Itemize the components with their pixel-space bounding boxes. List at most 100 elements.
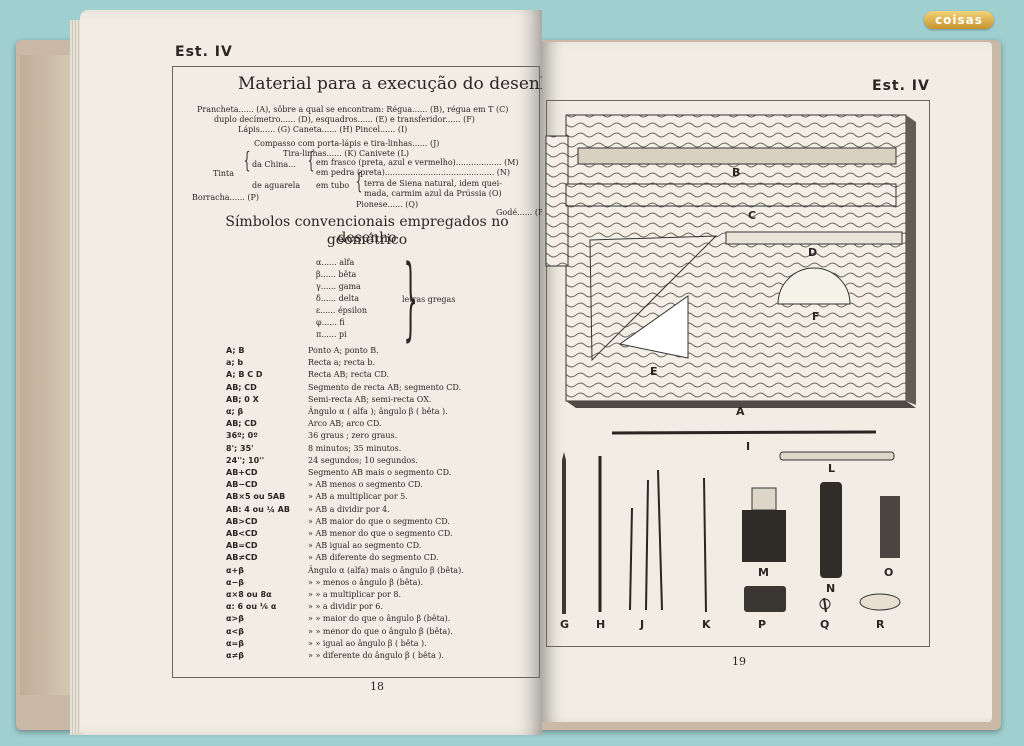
symbol-notation: AB−CD	[226, 480, 258, 490]
symbol-description: » » a multiplicar por 8.	[308, 590, 402, 599]
figure-label-l: L	[828, 462, 836, 475]
symbol-notation: α; β	[226, 407, 244, 416]
figure-label-c: C	[748, 209, 757, 222]
watermark-logo: coisas	[924, 11, 994, 29]
greek-letter-item: δ...... delta	[316, 294, 360, 303]
symbol-description: » » diferente do ângulo β ( bêta ).	[308, 651, 444, 660]
symbol-description: » AB igual ao segmento CD.	[308, 541, 422, 551]
symbol-description: Segmento AB mais o segmento CD.	[308, 468, 452, 477]
figure-label-i: I	[746, 440, 751, 453]
right-page-frame	[546, 100, 930, 647]
pen-nib-holder	[611, 430, 877, 435]
board-bottom	[566, 401, 916, 408]
symbol-notation: a; b	[226, 358, 244, 368]
symbol-description: Arco AB; arco CD.	[308, 419, 382, 429]
figure-label-k: K	[702, 618, 711, 631]
brace-tubo: {	[355, 170, 363, 195]
symbol-description: » AB maior do que o segmento CD.	[308, 516, 450, 526]
tinta-label: Tinta	[213, 169, 235, 178]
duplo-decimetro	[725, 231, 903, 245]
figure-label-m: M	[758, 566, 769, 579]
symbol-notation: AB+CD	[226, 468, 258, 477]
symbol-notation: α≠β	[226, 651, 244, 660]
symbol-description: » AB menor do que o segmento CD.	[308, 529, 453, 538]
symbol-description: » AB a multiplicar por 5.	[308, 492, 408, 502]
greek-letter-item: ε...... épsilon	[316, 306, 367, 315]
tinta-tubo-a: terra de Siena natural, idem quei-	[364, 179, 502, 188]
book-spine-edge	[20, 55, 78, 695]
paint-tube-o	[880, 496, 900, 558]
symbol-description: 8 minutos; 35 minutos.	[308, 443, 402, 453]
page-title: Material para a execução do desenho	[238, 74, 562, 94]
subtitle-symbols: Símbolos convencionais empregados no des…	[225, 214, 509, 246]
symbol-notation: A; B	[226, 346, 245, 355]
symbol-description: » » menor do que o ângulo β (bêta).	[308, 626, 453, 636]
ink-bottle-m	[742, 510, 786, 562]
figure-label-a: A	[736, 405, 745, 418]
symbol-description: Recta a; recta b.	[308, 358, 376, 368]
borracha: Borracha...... (P)	[192, 193, 259, 202]
pionese: Pionese...... (Q)	[356, 200, 419, 209]
symbol-notation: AB≠CD	[226, 553, 258, 563]
figure-label-g: G	[560, 618, 570, 631]
symbol-description: 24 segundos; 10 segundos.	[308, 455, 418, 465]
subtitle-geometric: geométrico	[326, 232, 408, 248]
tinta-aguarela: de aguarela	[252, 181, 301, 190]
tinta-china: da China...	[252, 160, 296, 169]
symbol-description: » AB diferente do segmento CD.	[308, 553, 439, 563]
material-line: Compasso com porta-lápis e tira-linhas..…	[254, 139, 440, 148]
symbol-description: » AB menos o segmento CD.	[308, 480, 423, 490]
t-square-head	[545, 135, 569, 267]
material-line: Prancheta...... (A), sôbre a qual se enc…	[197, 105, 509, 114]
material-line: Lápis...... (G) Caneta...... (H) Pincel.…	[238, 125, 408, 134]
symbol-notation: AB; CD	[226, 382, 257, 392]
left-page-header: Est. IV	[175, 44, 233, 60]
figure-label-q: Q	[820, 618, 830, 631]
greek-letter-item: π...... pi	[316, 330, 347, 339]
figure-label-h: H	[596, 618, 606, 631]
pushpin-q	[823, 597, 827, 613]
figure-label-j: J	[640, 618, 645, 631]
tinta-tubo-b: mada, carmim azul da Prússia (O)	[364, 189, 502, 198]
symbol-notation: α>β	[226, 614, 244, 624]
symbol-description: 36 graus ; zero graus.	[308, 431, 398, 441]
right-page-number: 19	[732, 655, 746, 668]
left-page	[80, 10, 542, 735]
symbol-notation: α<β	[226, 626, 244, 636]
symbol-notation: AB>CD	[226, 516, 258, 526]
penknife	[779, 451, 895, 461]
symbol-notation: AB=CD	[226, 541, 258, 551]
greek-letter-item: α...... alfa	[316, 258, 355, 267]
symbol-notation: A; B C D	[226, 370, 263, 380]
symbol-notation: 8'; 35'	[226, 443, 254, 453]
figure-label-e: E	[650, 365, 658, 378]
brace-greek: }	[403, 246, 418, 351]
symbol-description: » » igual ao ângulo β ( bêta ).	[308, 638, 427, 648]
ink-bottle-cap	[751, 487, 777, 511]
protractor	[777, 267, 851, 305]
tinta-china-pedra: em pedra (preta)........................…	[316, 168, 511, 177]
symbol-description: Recta AB; recta CD.	[308, 370, 390, 380]
symbol-description: Semi-recta AB; semi-recta OX.	[308, 394, 432, 404]
ruler-b	[577, 147, 897, 165]
figure-label-f: F	[812, 310, 820, 323]
greek-letter-item: φ...... fi	[316, 318, 345, 327]
t-square-blade	[565, 183, 897, 207]
figure-label-d: D	[808, 246, 818, 259]
symbol-notation: α=β	[226, 638, 244, 648]
symbol-description: Ponto A; ponto B.	[308, 346, 379, 355]
left-page-frame	[172, 66, 540, 678]
symbol-description: Ângulo α ( alfa ); ângulo β ( bêta ).	[308, 407, 448, 416]
symbol-notation: AB; CD	[226, 419, 257, 429]
compass-part-2	[645, 479, 649, 611]
symbol-notation: 36º; 0º	[226, 431, 258, 441]
symbol-notation: α+β	[226, 565, 244, 575]
symbol-notation: α×8 ou 8α	[226, 590, 272, 599]
ruling-pen-k	[703, 477, 707, 613]
symbol-description: » » a dividir por 6.	[308, 602, 383, 612]
board-edge	[906, 115, 916, 405]
left-page-number: 18	[370, 680, 384, 693]
tinta-china-frasco: em frasco (preta, azul e vermelho)......…	[316, 158, 519, 167]
material-line: duplo decímetro...... (D), esquadros....…	[214, 115, 475, 124]
